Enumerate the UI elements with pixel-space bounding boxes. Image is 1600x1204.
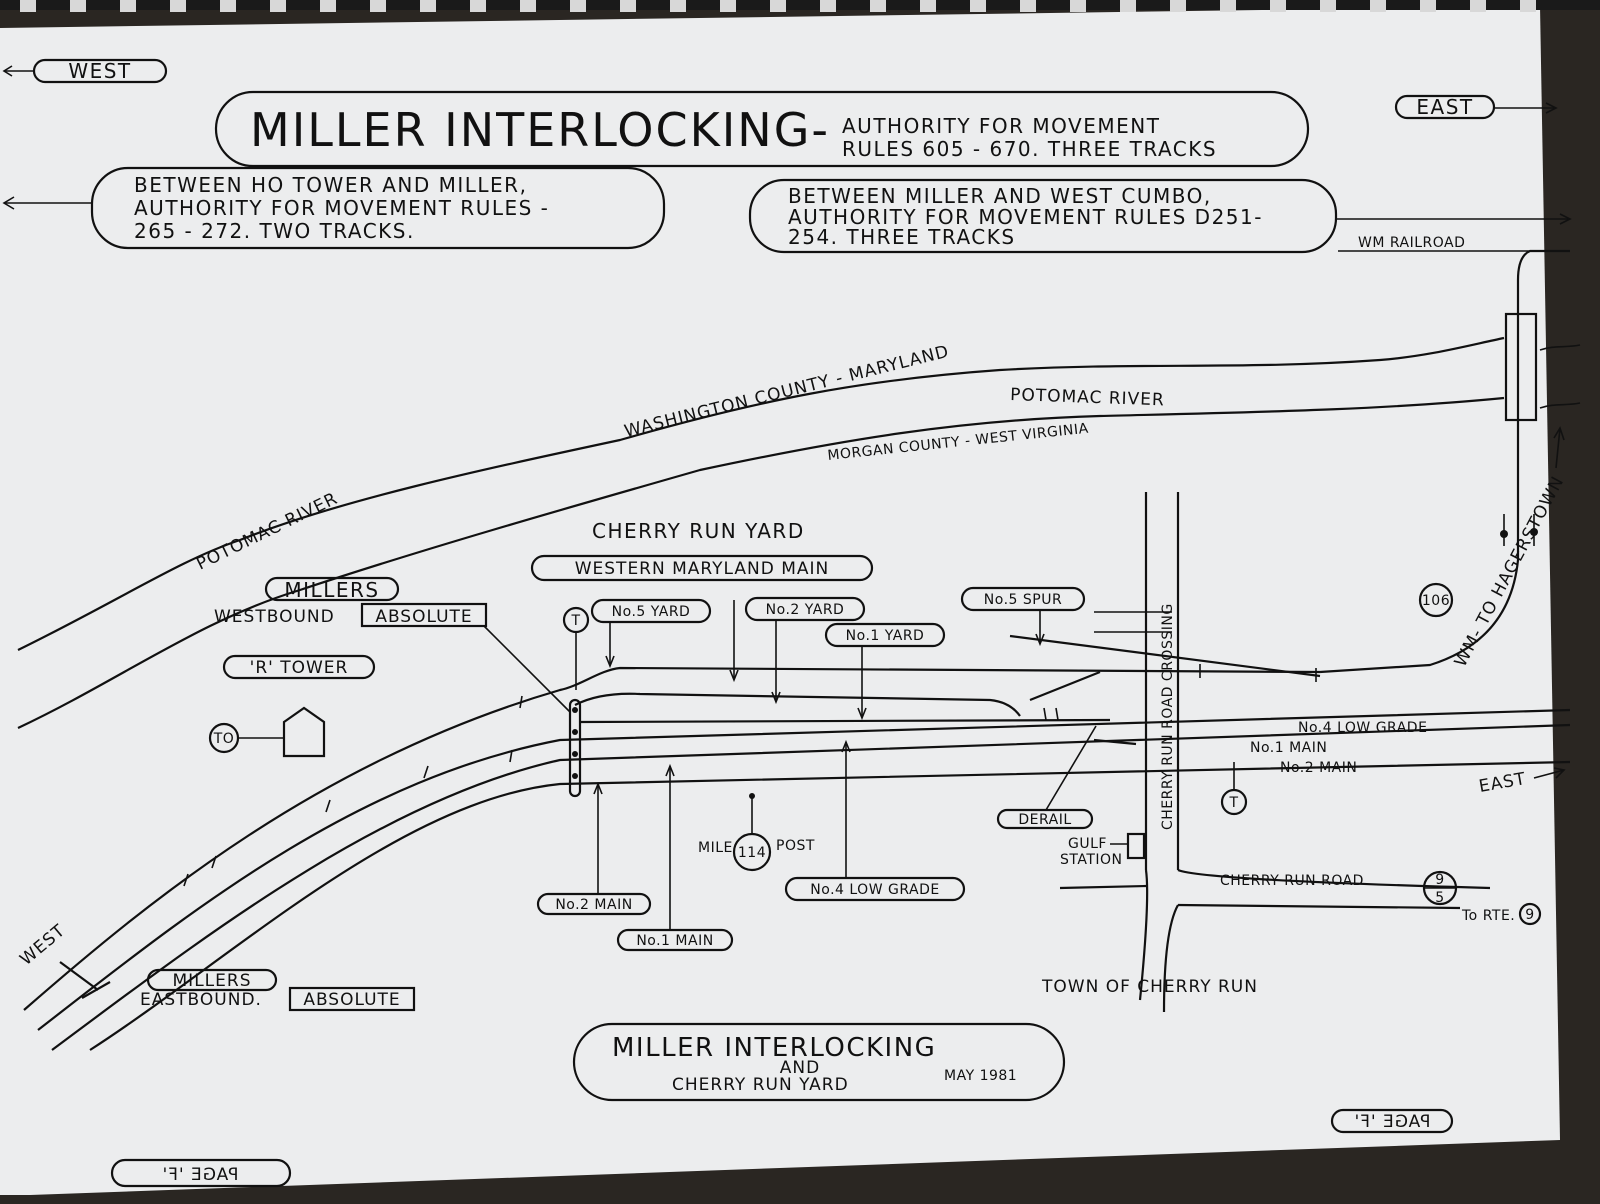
svg-text:No.2 MAIN: No.2 MAIN (555, 897, 632, 913)
potomac-river (17, 336, 1581, 729)
footer-line2: AND (780, 1058, 820, 1078)
sign-106: 106 (1418, 582, 1454, 618)
footer-title-box: MILLER INTERLOCKING AND CHERRY RUN YARD … (572, 1022, 1066, 1102)
no4-low-grade-tag: No.4 LOW GRADE (784, 739, 966, 902)
crossing-label: CHERRY RUN ROAD CROSSING (1160, 603, 1176, 830)
no1-yard-tag: No.1 YARD (824, 622, 946, 721)
svg-text:PAGE 'F': PAGE 'F' (1354, 1112, 1431, 1132)
svg-text:9: 9 (1525, 907, 1534, 923)
interlocking-signals (568, 698, 582, 798)
page-tag-left: PAGE 'F' (110, 1158, 292, 1188)
east-box-line1: BETWEEN MILLER AND WEST CUMBO, (788, 184, 1212, 208)
svg-text:STATION: STATION (1060, 852, 1123, 868)
no5-spur-tag: No.5 SPUR (960, 586, 1086, 647)
svg-text:No.5 SPUR: No.5 SPUR (984, 592, 1062, 608)
no5-yard-tag: No.5 YARD (590, 598, 712, 669)
svg-text:No.2 YARD: No.2 YARD (766, 602, 845, 618)
wm-signal (1500, 514, 1538, 546)
derail-tag: DERAIL (996, 725, 1097, 830)
footer-line1: MILLER INTERLOCKING (612, 1033, 936, 1063)
svg-text:5: 5 (1435, 890, 1444, 906)
no2-main-tag: No.2 MAIN (536, 781, 652, 916)
signal-t-left: T (562, 606, 590, 690)
wm-railroad: WM RAILROAD (1319, 235, 1570, 674)
western-maryland-main-tag: WESTERN MARYLAND MAIN (530, 554, 874, 683)
cherry-run-road-label: CHERRY RUN ROAD (1220, 873, 1364, 889)
header-authority-line2: RULES 605 - 670. THREE TRACKS (842, 137, 1217, 161)
svg-text:TO: TO (213, 731, 235, 747)
millers-westbound: MILLERS WESTBOUND ABSOLUTE (214, 576, 571, 713)
svg-text:MILLERS: MILLERS (173, 971, 252, 991)
svg-text:'R' TOWER: 'R' TOWER (250, 658, 349, 678)
tower-icon: TO (208, 706, 326, 758)
svg-text:ABSOLUTE: ABSOLUTE (375, 607, 472, 627)
svg-text:No.5 YARD: No.5 YARD (612, 604, 691, 620)
west-authority-box: BETWEEN HO TOWER AND MILLER, AUTHORITY F… (2, 166, 666, 250)
svg-text:POST: POST (776, 838, 815, 854)
svg-text:No.4 LOW GRADE: No.4 LOW GRADE (810, 882, 939, 898)
west-direction-tag: WEST (2, 58, 168, 84)
west-box-line2: AUTHORITY FOR MOVEMENT RULES - (134, 196, 549, 220)
svg-text:114: 114 (738, 845, 766, 861)
signal-t-right: T (1220, 762, 1248, 816)
svg-text:To RTE.: To RTE. (1461, 908, 1515, 924)
cherry-run-road-crossing: CHERRY RUN ROAD CROSSING (1059, 492, 1491, 1013)
page-title: MILLER INTERLOCKING- (250, 103, 830, 157)
svg-text:No.1 MAIN: No.1 MAIN (636, 933, 713, 949)
svg-text:ABSOLUTE: ABSOLUTE (303, 990, 400, 1010)
north-arrow (1553, 426, 1565, 469)
town-of-cherry-run-label: TOWN OF CHERRY RUN (1041, 977, 1258, 997)
svg-text:106: 106 (1422, 593, 1450, 609)
cherry-run-yard-label: CHERRY RUN YARD (592, 519, 805, 543)
svg-text:9: 9 (1435, 872, 1444, 888)
svg-text:EASTBOUND.: EASTBOUND. (140, 990, 262, 1010)
spiral-binding (0, 0, 1600, 12)
west-box-line1: BETWEEN HO TOWER AND MILLER, (134, 173, 527, 197)
svg-text:T: T (1228, 795, 1238, 811)
west-box-line3: 265 - 272. TWO TRACKS. (134, 219, 415, 243)
no1-main-label-right: No.1 MAIN (1250, 740, 1327, 756)
svg-text:WESTERN MARYLAND MAIN: WESTERN MARYLAND MAIN (575, 559, 830, 579)
wm-bridge (1504, 312, 1538, 422)
footer-line3: CHERRY RUN YARD (672, 1075, 849, 1095)
east-box-line2: AUTHORITY FOR MOVEMENT RULES D251- (788, 205, 1263, 229)
track-layout (23, 611, 1571, 1051)
paper-sheet (0, 6, 1560, 1195)
page-tag-right: PAGE 'F' (1330, 1108, 1454, 1134)
header-authority-line1: AUTHORITY FOR MOVEMENT (842, 114, 1160, 138)
svg-text:PAGE 'F': PAGE 'F' (162, 1165, 239, 1185)
wm-railroad-label: WM RAILROAD (1358, 235, 1465, 251)
svg-text:T: T (570, 613, 580, 629)
svg-text:WESTBOUND: WESTBOUND (214, 607, 335, 627)
east-authority-box: BETWEEN MILLER AND WEST CUMBO, AUTHORITY… (748, 178, 1572, 254)
no1-main-tag: No.1 MAIN (616, 763, 734, 952)
svg-text:No.1 YARD: No.1 YARD (846, 628, 925, 644)
millers-eastbound: MILLERS EASTBOUND. ABSOLUTE (140, 968, 416, 1012)
route-9-5-sign: 9 5 (1422, 870, 1458, 906)
no4-low-grade-label-right: No.4 LOW GRADE (1298, 720, 1427, 736)
header-box: MILLER INTERLOCKING- AUTHORITY FOR MOVEM… (214, 90, 1310, 168)
west-label: WEST (68, 59, 131, 83)
east-box-line3: 254. THREE TRACKS (788, 225, 1016, 249)
gulf-station: GULF STATION (1060, 832, 1146, 868)
svg-text:DERAIL: DERAIL (1018, 812, 1071, 828)
mile-post: MILE 114 POST (698, 793, 815, 872)
svg-text:GULF: GULF (1068, 836, 1107, 852)
footer-date: MAY 1981 (944, 1068, 1017, 1084)
svg-text:MILLERS: MILLERS (284, 578, 379, 602)
track-ticks (183, 664, 1317, 887)
east-label: EAST (1416, 95, 1473, 119)
no2-main-label-right: No.2 MAIN (1280, 760, 1357, 776)
to-route-9: To RTE. 9 (1461, 902, 1542, 926)
svg-text:MILE: MILE (698, 840, 733, 856)
east-direction-tag: EAST (1394, 94, 1558, 120)
r-tower-tag: 'R' TOWER (222, 654, 376, 680)
no2-yard-tag: No.2 YARD (744, 596, 866, 705)
